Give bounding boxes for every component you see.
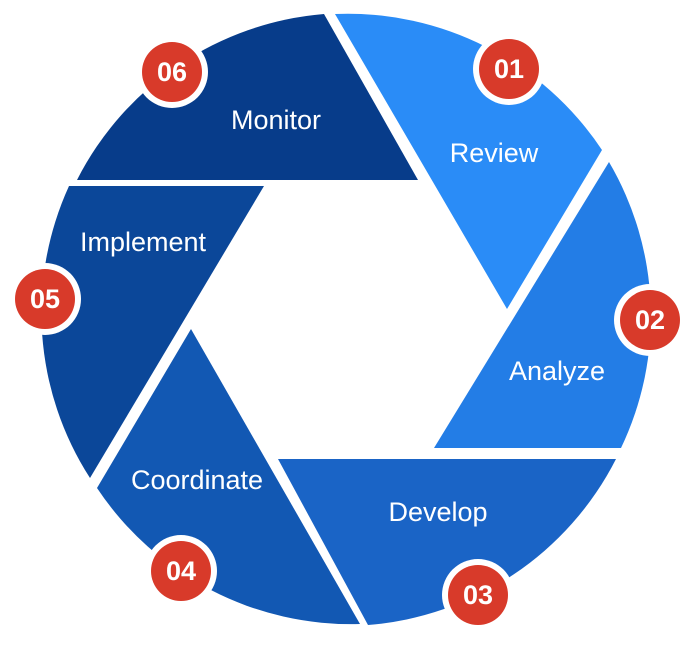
step-badge-05: 05 [9,263,81,335]
step-number-01: 01 [494,54,524,84]
segment-05 [41,186,264,478]
step-03-develop: Develop [278,459,616,625]
segment-06 [77,14,418,180]
step-badge-02: 02 [614,284,686,356]
step-number-06: 06 [157,57,187,87]
step-label-monitor: Monitor [231,105,321,135]
step-badge-01: 01 [473,33,545,105]
step-05-implement: Implement [41,186,264,478]
step-badge-03: 03 [442,559,514,631]
step-06-monitor: Monitor [77,14,418,180]
step-number-03: 03 [463,580,493,610]
step-label-develop: Develop [388,497,487,527]
segment-03 [278,459,616,625]
step-number-04: 04 [166,556,196,586]
step-label-review: Review [450,138,539,168]
step-label-implement: Implement [80,227,207,257]
segment-02 [434,162,651,448]
step-number-05: 05 [30,284,60,314]
step-label-analyze: Analyze [509,356,605,386]
step-badge-06: 06 [136,36,208,108]
step-label-coordinate: Coordinate [131,465,263,495]
step-number-02: 02 [635,305,665,335]
step-02-analyze: Analyze [434,162,651,448]
step-badge-04: 04 [145,535,217,607]
